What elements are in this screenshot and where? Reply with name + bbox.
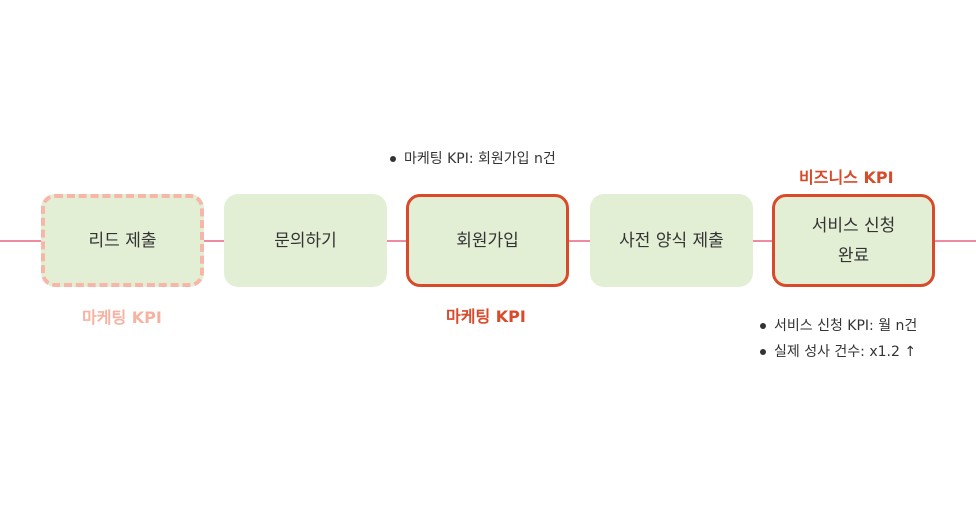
step-lead-submit: 리드 제출 bbox=[41, 194, 204, 287]
signup-kpi-notes: 마케팅 KPI: 회원가입 n건 bbox=[388, 146, 556, 172]
step-service-complete: 서비스 신청 완료 bbox=[772, 194, 935, 287]
step-label: 리드 제출 bbox=[88, 230, 157, 251]
step-pre-form-submit: 사전 양식 제출 bbox=[590, 194, 753, 287]
step-label: 사전 양식 제출 bbox=[619, 230, 724, 251]
list-item: 마케팅 KPI: 회원가입 n건 bbox=[388, 146, 556, 172]
business-kpi-label: 비즈니스 KPI bbox=[799, 168, 894, 187]
list-item: 실제 성사 건수: x1.2 ↑ bbox=[758, 339, 917, 365]
signup-marketing-kpi-label: 마케팅 KPI bbox=[446, 307, 526, 326]
service-kpi-notes: 서비스 신청 KPI: 월 n건 실제 성사 건수: x1.2 ↑ bbox=[758, 313, 917, 365]
list-item: 서비스 신청 KPI: 월 n건 bbox=[758, 313, 917, 339]
step-signup: 회원가입 bbox=[406, 194, 569, 287]
lead-marketing-kpi-label: 마케팅 KPI bbox=[82, 308, 162, 327]
step-inquiry: 문의하기 bbox=[224, 194, 387, 287]
step-label: 문의하기 bbox=[274, 230, 337, 251]
step-label: 서비스 신청 완료 bbox=[811, 215, 896, 266]
step-label: 회원가입 bbox=[456, 230, 519, 251]
